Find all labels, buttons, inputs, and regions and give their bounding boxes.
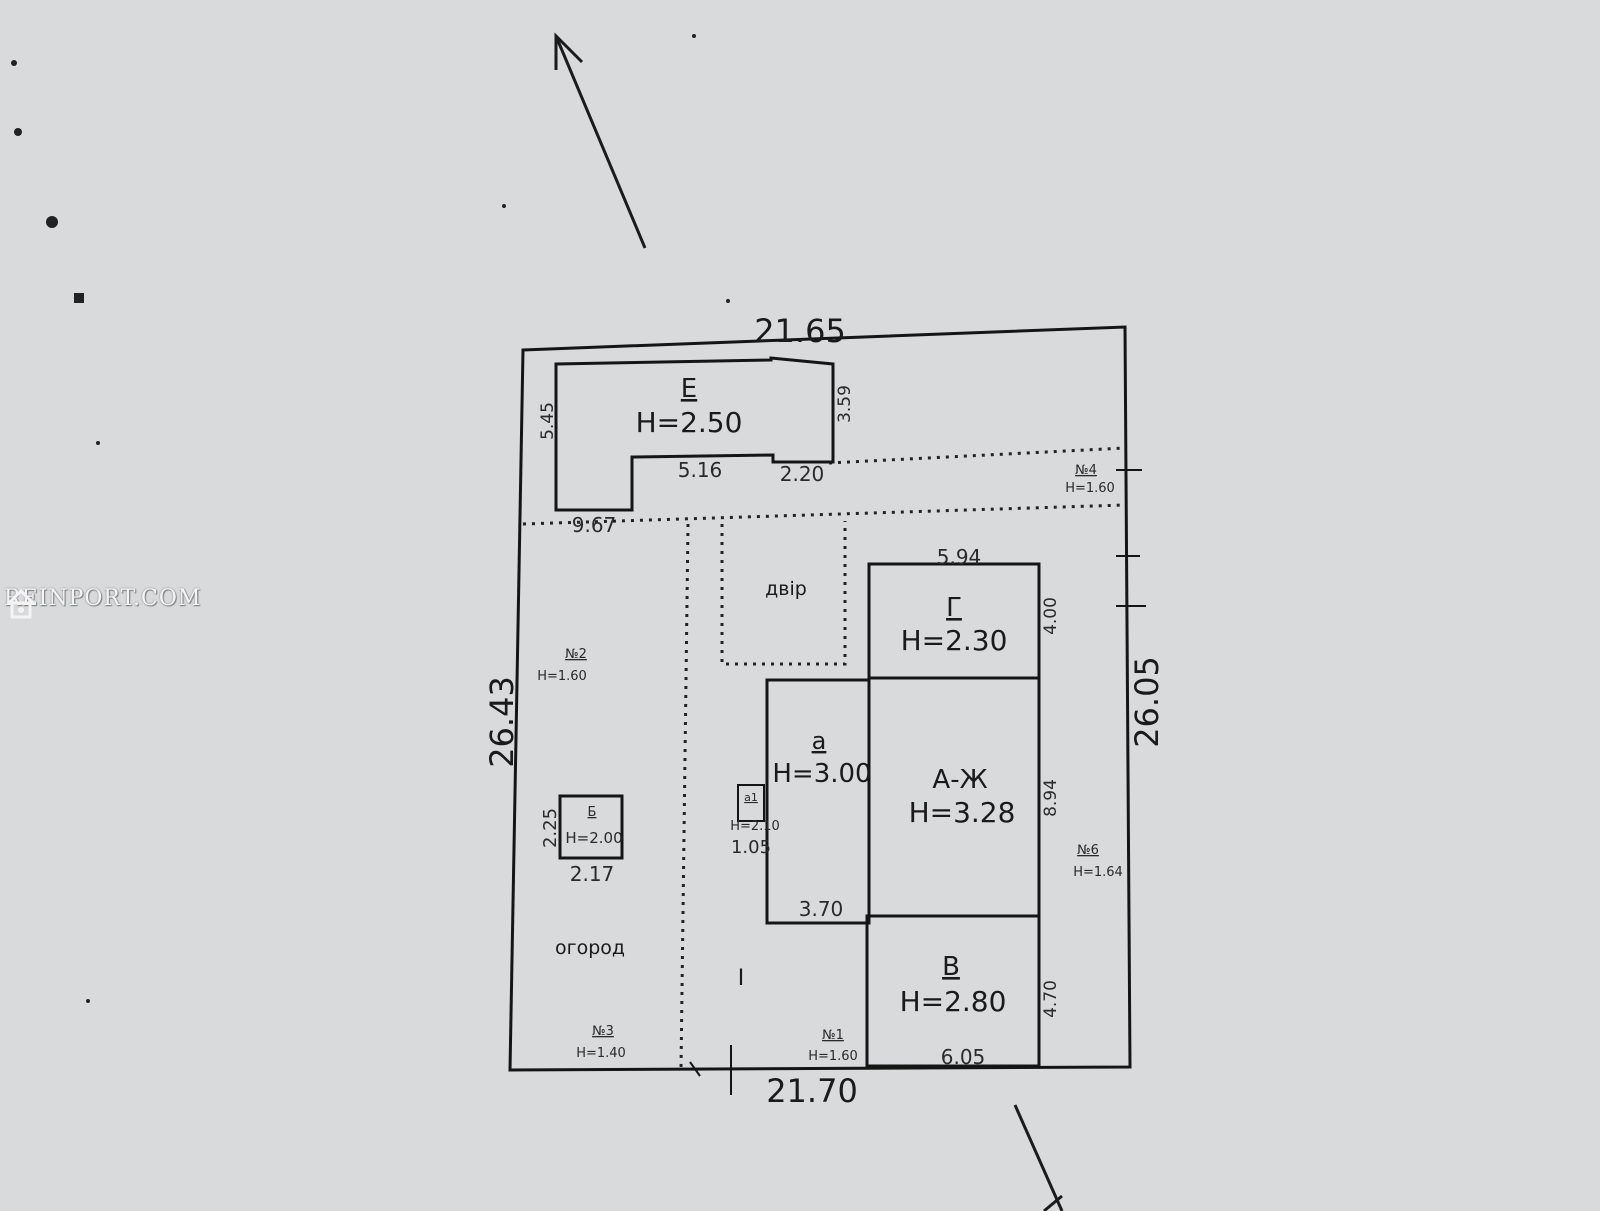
building-v-dim-bottom: 6.05 (941, 1045, 986, 1069)
building-a (765, 678, 871, 925)
building-e-height: H=2.50 (636, 406, 743, 439)
building-b-letter: Б (588, 805, 597, 820)
watermark: REINPORT.COM (4, 586, 202, 619)
fence-6-height: H=1.64 (1073, 865, 1123, 880)
fence-3-no: №3 (592, 1024, 614, 1039)
building-v-height: H=2.80 (900, 985, 1007, 1018)
arrow-fragment-icon (1013, 1104, 1064, 1211)
building-a-height: H=3.00 (772, 759, 871, 789)
building-a-zh-height: H=3.28 (909, 796, 1016, 829)
porch-a1-letter: а1 (744, 791, 758, 804)
dim-top: 21.65 (754, 312, 846, 350)
building-g-letter: Г (946, 593, 962, 623)
building-e-dim-bottom: 9.67 (572, 513, 617, 537)
building-b (558, 794, 624, 860)
yard-outline (720, 521, 847, 666)
fence-2-height: H=1.60 (537, 669, 587, 684)
dim-right: 26.05 (1128, 656, 1166, 748)
fence-4-height: H=1.60 (1065, 481, 1115, 496)
porch-a1 (737, 784, 765, 822)
fence-1-no: №1 (822, 1028, 844, 1043)
porch-a1-height: H=2.10 (730, 819, 780, 834)
marker-label: I (738, 966, 745, 991)
garden-label: огород (555, 937, 625, 959)
building-b-dim-side: 2.25 (540, 808, 561, 848)
building-b-height: H=2.00 (565, 829, 622, 847)
building-a-zh-letter: А-Ж (932, 765, 987, 795)
fence-4-no: №4 (1075, 463, 1097, 478)
building-v-dim-side: 4.70 (1041, 980, 1061, 1018)
building-a-zh-dim-side: 8.94 (1041, 779, 1061, 817)
yard-label: двір (765, 578, 807, 600)
building-v-letter: В (942, 952, 960, 982)
building-g-height: H=2.30 (901, 624, 1008, 657)
north-arrow-icon (554, 32, 647, 249)
specks (11, 34, 730, 1003)
building-g-dim-top: 5.94 (937, 545, 982, 569)
building-e-dim-right: 3.59 (835, 385, 855, 423)
building-b-dim-bottom: 2.17 (570, 862, 615, 886)
building-v (865, 914, 1041, 1068)
fence-lines (522, 446, 1126, 1069)
building-a-dim-bottom: 3.70 (799, 897, 844, 921)
lot-boundary (508, 325, 1132, 1072)
home-icon (6, 588, 36, 619)
fence-6-no: №6 (1077, 843, 1099, 858)
building-e-dim-mid: 5.16 (678, 458, 723, 482)
building-e (554, 356, 835, 512)
building-e-letter: Е (681, 374, 697, 404)
fence-1-height: H=1.60 (808, 1049, 858, 1064)
building-e-dim-left: 5.45 (538, 402, 558, 440)
porch-a1-dim: 1.05 (731, 837, 771, 858)
fence-3-height: H=1.40 (576, 1046, 626, 1061)
boundary-ticks (689, 469, 1146, 1095)
dim-left: 26.43 (483, 676, 521, 768)
building-e-dim-step: 2.20 (780, 462, 825, 486)
fence-2-no: №2 (565, 647, 587, 662)
building-g-dim-side: 4.00 (1041, 597, 1061, 635)
building-a-letter: а (812, 727, 827, 755)
dim-bottom: 21.70 (766, 1072, 858, 1110)
watermark-text: REINPORT.COM (4, 586, 202, 611)
